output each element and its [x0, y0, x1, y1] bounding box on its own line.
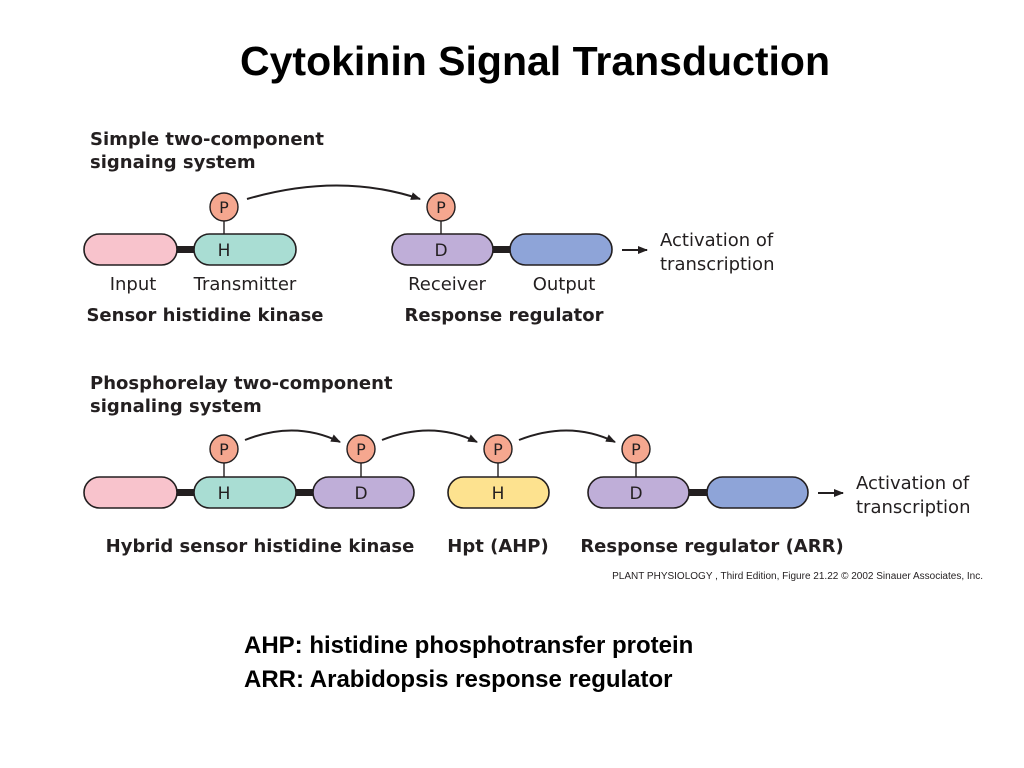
activation-line1: Activation of	[660, 230, 774, 251]
phosphate-icon	[346, 434, 376, 464]
figure-credit: PLANT PHYSIOLOGY , Third Edition, Figure…	[612, 571, 983, 582]
ahp-definition: AHP: histidine phosphotransfer protein	[244, 632, 694, 659]
transmitter-label: Transmitter	[193, 274, 297, 295]
phosphotransfer-arrow-icon	[246, 184, 421, 200]
h1-letter: H	[218, 484, 231, 504]
phosphate-letter: P	[356, 440, 366, 459]
hybrid-h-domain	[193, 476, 297, 509]
output-label: Output	[533, 274, 596, 295]
abbreviation-notes: AHP: histidine phosphotransfer protein A…	[244, 629, 693, 697]
simple-heading-line1: Simple two-component	[90, 129, 324, 150]
arr-d-domain	[587, 476, 690, 509]
phosphate-letter: P	[219, 198, 229, 217]
phosphate-icon	[621, 434, 651, 464]
output-domain	[509, 233, 613, 266]
phosphate-letter: P	[436, 198, 446, 217]
phosphate-letter: P	[631, 440, 641, 459]
page-title: Cytokinin Signal Transduction	[240, 38, 830, 84]
phosphate-icon	[426, 192, 456, 222]
relay-arrow-icon	[518, 429, 616, 443]
relay-arrow-icon	[244, 429, 341, 443]
input-label: Input	[110, 274, 157, 295]
activation-line2: transcription	[660, 254, 774, 275]
phosphorelay-heading-line1: Phosphorelay two-component	[90, 373, 393, 394]
phosphorelay-heading-line2: signaling system	[90, 396, 262, 417]
hybrid-kinase-label: Hybrid sensor histidine kinase	[106, 536, 415, 557]
relay-arrow-icon	[381, 429, 478, 443]
linker-receiver-output	[488, 246, 516, 253]
phosphate-letter: P	[493, 440, 503, 459]
phosphorelay-system: Phosphorelay two-component signaling sys…	[83, 373, 970, 557]
activation-line2: transcription	[856, 497, 970, 518]
linker-d-output	[682, 489, 714, 496]
arr-label: Response regulator (ARR)	[580, 536, 843, 557]
simple-heading-line2: signaing system	[90, 152, 256, 173]
hpt-label: Hpt (AHP)	[447, 536, 548, 557]
linker-input-transmitter	[170, 246, 200, 253]
input-domain	[83, 476, 178, 509]
regulator-label: Response regulator	[405, 305, 604, 326]
histidine-letter: H	[218, 241, 231, 261]
activation-line1: Activation of	[856, 473, 970, 494]
receiver-label: Receiver	[408, 274, 486, 295]
phosphate-icon	[209, 434, 239, 464]
phosphate-icon	[209, 192, 239, 222]
hybrid-d-domain	[312, 476, 415, 509]
kinase-label: Sensor histidine kinase	[86, 305, 323, 326]
transmitter-domain	[193, 233, 297, 266]
arr-definition: ARR: Arabidopsis response regulator	[244, 666, 673, 693]
receiver-domain	[391, 233, 494, 266]
aspartate-letter: D	[434, 241, 447, 261]
d1-letter: D	[354, 484, 367, 504]
phosphate-icon	[483, 434, 513, 464]
linker-input-h	[170, 489, 200, 496]
simple-system: Simple two-component signaing system H D…	[83, 129, 774, 326]
h2-letter: H	[492, 484, 505, 504]
linker-h-d	[290, 489, 320, 496]
phosphate-letter: P	[219, 440, 229, 459]
d2-letter: D	[629, 484, 642, 504]
arr-output-domain	[706, 476, 809, 509]
input-domain	[83, 233, 178, 266]
